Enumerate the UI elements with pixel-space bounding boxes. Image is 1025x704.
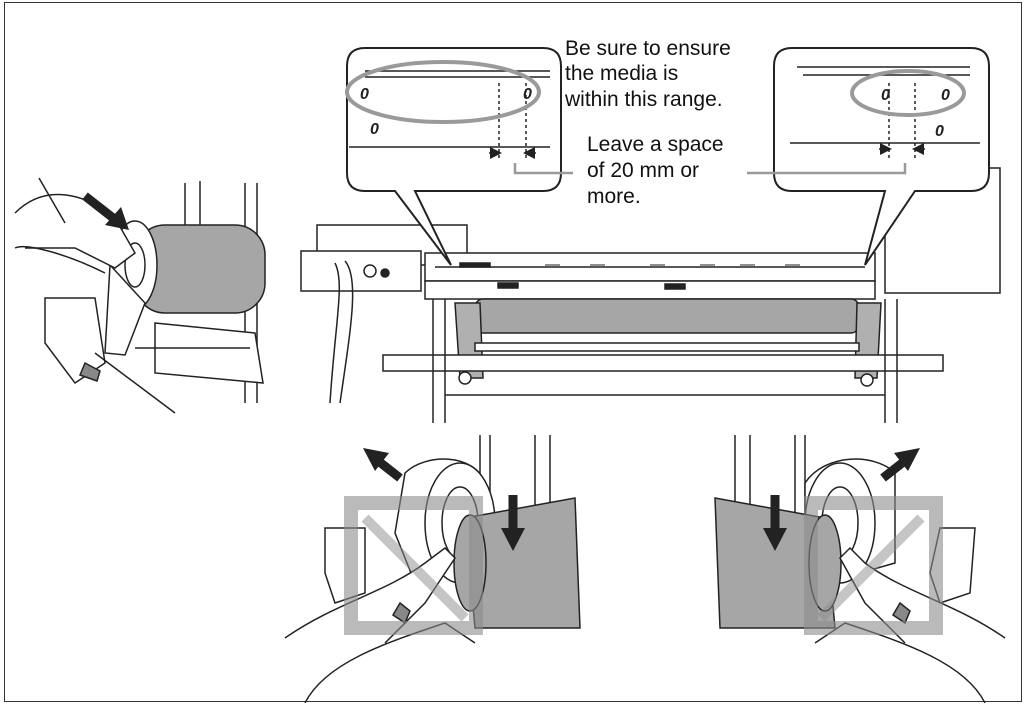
push-arrow-icon: [82, 192, 120, 225]
svg-text:0: 0: [941, 87, 950, 104]
left-callout: 0 0 0: [345, 47, 562, 266]
svg-text:0: 0: [935, 123, 944, 140]
svg-text:0: 0: [360, 86, 369, 103]
highlight-square-right: [804, 496, 943, 635]
svg-text:0: 0: [881, 87, 890, 104]
svg-text:0: 0: [370, 121, 379, 138]
inset-install-left: [284, 435, 581, 703]
inset-push-holder: [14, 177, 266, 414]
diagram-frame: 0 0 0 0 0 0 Be sure to ensure the media …: [4, 2, 1022, 703]
space-note-line-1: Leave a space: [587, 133, 724, 156]
media-loading-diagram: 0 0 0 0 0 0 Be sure to ensure the media …: [14, 37, 1006, 703]
range-note: Be sure to ensure the media is within th…: [564, 37, 731, 111]
highlight-square-left: [344, 496, 483, 635]
printer-illustration: [300, 167, 1001, 423]
space-leader-lines: [513, 163, 907, 175]
space-note: Leave a space of 20 mm or more.: [587, 133, 724, 208]
control-box: [300, 250, 422, 292]
range-note-line-2: the media is: [565, 62, 678, 85]
space-note-line-3: more.: [587, 185, 641, 208]
push-arrow-head: [105, 207, 129, 230]
range-note-line-1: Be sure to ensure: [565, 37, 731, 60]
svg-text:0: 0: [523, 86, 532, 103]
range-note-line-3: within this range.: [564, 88, 723, 111]
range-ellipse-left: [345, 60, 541, 124]
media-roll: [474, 298, 860, 334]
right-callout: 0 0 0: [773, 47, 990, 266]
space-note-line-2: of 20 mm or: [587, 159, 699, 182]
inset-install-right: [714, 435, 1006, 703]
range-ellipse-right: [850, 69, 966, 117]
